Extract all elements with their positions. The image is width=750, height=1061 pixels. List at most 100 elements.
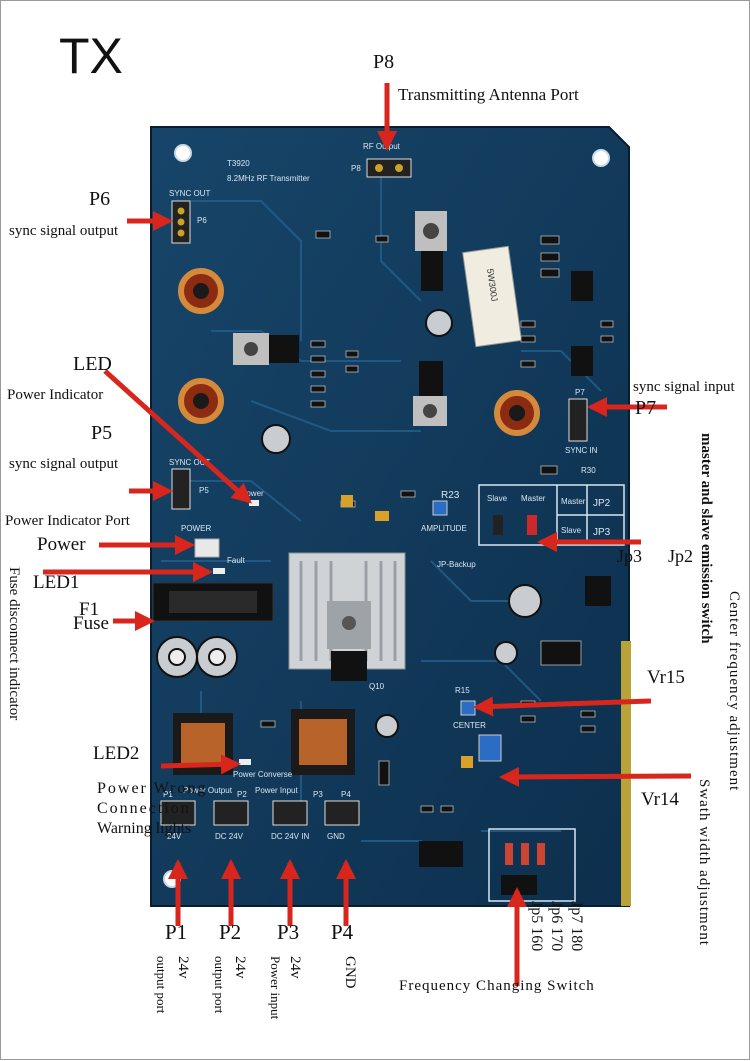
silk-rf-output: RF Output xyxy=(363,142,401,151)
callout-p2-desc: output port xyxy=(212,956,227,1014)
silk-master: Master xyxy=(521,494,546,503)
pcb-traces xyxy=(161,171,602,862)
trimmer-vr14 xyxy=(478,734,502,762)
callout-p6-id: P6 xyxy=(89,188,111,210)
silk-p5: P5 xyxy=(199,486,209,495)
callout-arrows xyxy=(43,83,692,986)
board-edge-yellow xyxy=(621,641,631,906)
arrow-vr14 xyxy=(499,766,692,787)
callout-p8-id: P8 xyxy=(373,51,395,73)
silk-power-output: Power Output xyxy=(183,786,233,795)
callout-power-id: Power xyxy=(37,534,86,555)
silk-conn-p2: DC 24V xyxy=(215,832,244,841)
callout-led-id: LED xyxy=(73,353,112,375)
output-headers xyxy=(160,800,360,826)
callout-vr15-id: Vr15 xyxy=(647,667,685,688)
callout-master-desc: master and slave emission switch xyxy=(698,433,714,644)
led-power xyxy=(249,500,259,506)
silk-slave-row: Slave xyxy=(561,526,582,535)
silk-amplitude: AMPLITUDE xyxy=(421,524,467,533)
trimmer-r23 xyxy=(432,500,448,516)
callout-led1-id: LED1 xyxy=(33,572,80,593)
p7-header xyxy=(568,398,588,442)
power-resistor xyxy=(462,245,523,348)
p5-header xyxy=(171,468,191,510)
callout-led2-id: LED2 xyxy=(93,743,140,764)
callout-jp7: Jp7 180 xyxy=(568,901,585,952)
callout-p1-v: 24v xyxy=(175,956,191,979)
silk-fault: Fault xyxy=(227,556,246,565)
ic-chip xyxy=(419,841,463,867)
p8-header xyxy=(366,158,412,178)
callout-p4-desc: GND xyxy=(342,956,358,989)
callout-p3-desc: Power input xyxy=(268,956,283,1020)
led2 xyxy=(239,759,251,765)
callout-power-desc: Power Indicator Port xyxy=(5,513,130,529)
silk-r23: R23 xyxy=(441,490,460,501)
silkscreen-text: T3920 8.2MHz RF Transmitter RF Output SY… xyxy=(163,142,611,841)
callout-p2-v: 24v xyxy=(232,956,248,979)
silk-conn-p3: DC 24V IN xyxy=(271,832,309,841)
silk-center: CENTER xyxy=(453,721,486,730)
silk-sync-out-mid: SYNC OUT xyxy=(169,458,210,467)
silk-power-converse: Power Converse xyxy=(233,770,293,779)
electrolytic-capacitors xyxy=(156,309,542,738)
silk-conn-p4: GND xyxy=(327,832,345,841)
silk-power-input: Power Input xyxy=(255,786,298,795)
silk-jp-backup: JP-Backup xyxy=(437,560,476,569)
callout-freq-desc: Frequency Changing Switch xyxy=(399,978,595,994)
silk-sync-in: SYNC IN xyxy=(565,446,598,455)
callout-p2-id: P2 xyxy=(219,920,242,944)
smd-components xyxy=(260,230,614,813)
silk-p2: P2 xyxy=(237,790,247,799)
silk-power-port: POWER xyxy=(181,524,211,533)
silk-slave: Slave xyxy=(487,494,508,503)
power-port xyxy=(194,538,220,558)
power-transistors xyxy=(233,211,611,606)
heatsink-q10 xyxy=(288,552,406,681)
callout-p6-desc: sync signal output xyxy=(9,223,119,239)
silk-p8: P8 xyxy=(351,164,361,173)
callout-p3-v: 24v xyxy=(287,956,303,979)
callout-jp6: Jp6 170 xyxy=(548,901,565,952)
callout-vr14-id: Vr14 xyxy=(641,789,679,810)
silk-subtitle: 8.2MHz RF Transmitter xyxy=(227,174,310,183)
silk-model: T3920 xyxy=(227,159,250,168)
callout-wrong-line1: Power Wrong xyxy=(97,780,208,797)
silk-jp3: JP3 xyxy=(593,527,611,538)
led1 xyxy=(213,568,225,574)
callout-p8-desc: Transmitting Antenna Port xyxy=(398,85,579,104)
silk-p3: P3 xyxy=(313,790,323,799)
silk-power-led: Power xyxy=(241,489,264,498)
callout-jp2-id: Jp2 xyxy=(668,546,694,566)
callout-jp5: Jp5 160 xyxy=(528,901,545,952)
silk-p6: P6 xyxy=(197,216,207,225)
silk-jp2: JP2 xyxy=(593,498,611,509)
callout-swath-desc: Swath width adjustment xyxy=(696,779,712,946)
silk-sync-out-top: SYNC OUT xyxy=(169,189,210,198)
silk-p7: P7 xyxy=(575,388,585,397)
silk-q10: Q10 xyxy=(369,682,385,691)
arrow-vr15 xyxy=(473,696,652,717)
silk-p1: P1 xyxy=(163,790,173,799)
callout-p1-desc: output port xyxy=(154,956,169,1014)
callout-led1-desc: Fuse disconnect indicator xyxy=(6,567,22,721)
callout-f1-desc: Fuse xyxy=(73,613,109,634)
small-caps-yellow xyxy=(341,495,473,768)
callout-wrong-line3: Warning lights xyxy=(97,820,192,837)
callout-wrong-line2: Connection xyxy=(97,800,191,817)
silk-r15: R15 xyxy=(455,686,470,695)
callout-p7-id: P7 xyxy=(635,397,657,419)
callout-f1-id: F1 xyxy=(79,599,100,620)
callout-p7-desc: sync signal input xyxy=(633,379,735,395)
callout-jp3-id: Jp3 xyxy=(617,546,643,566)
silk-master-row: Master xyxy=(561,497,586,506)
trimmer-vr15 xyxy=(460,700,476,716)
callout-p3-id: P3 xyxy=(277,920,300,944)
arrow-led xyxy=(103,369,252,504)
callout-p5-desc: sync signal output xyxy=(9,456,119,472)
callout-p1-id: P1 xyxy=(165,920,188,944)
toroid-coils xyxy=(178,268,540,436)
